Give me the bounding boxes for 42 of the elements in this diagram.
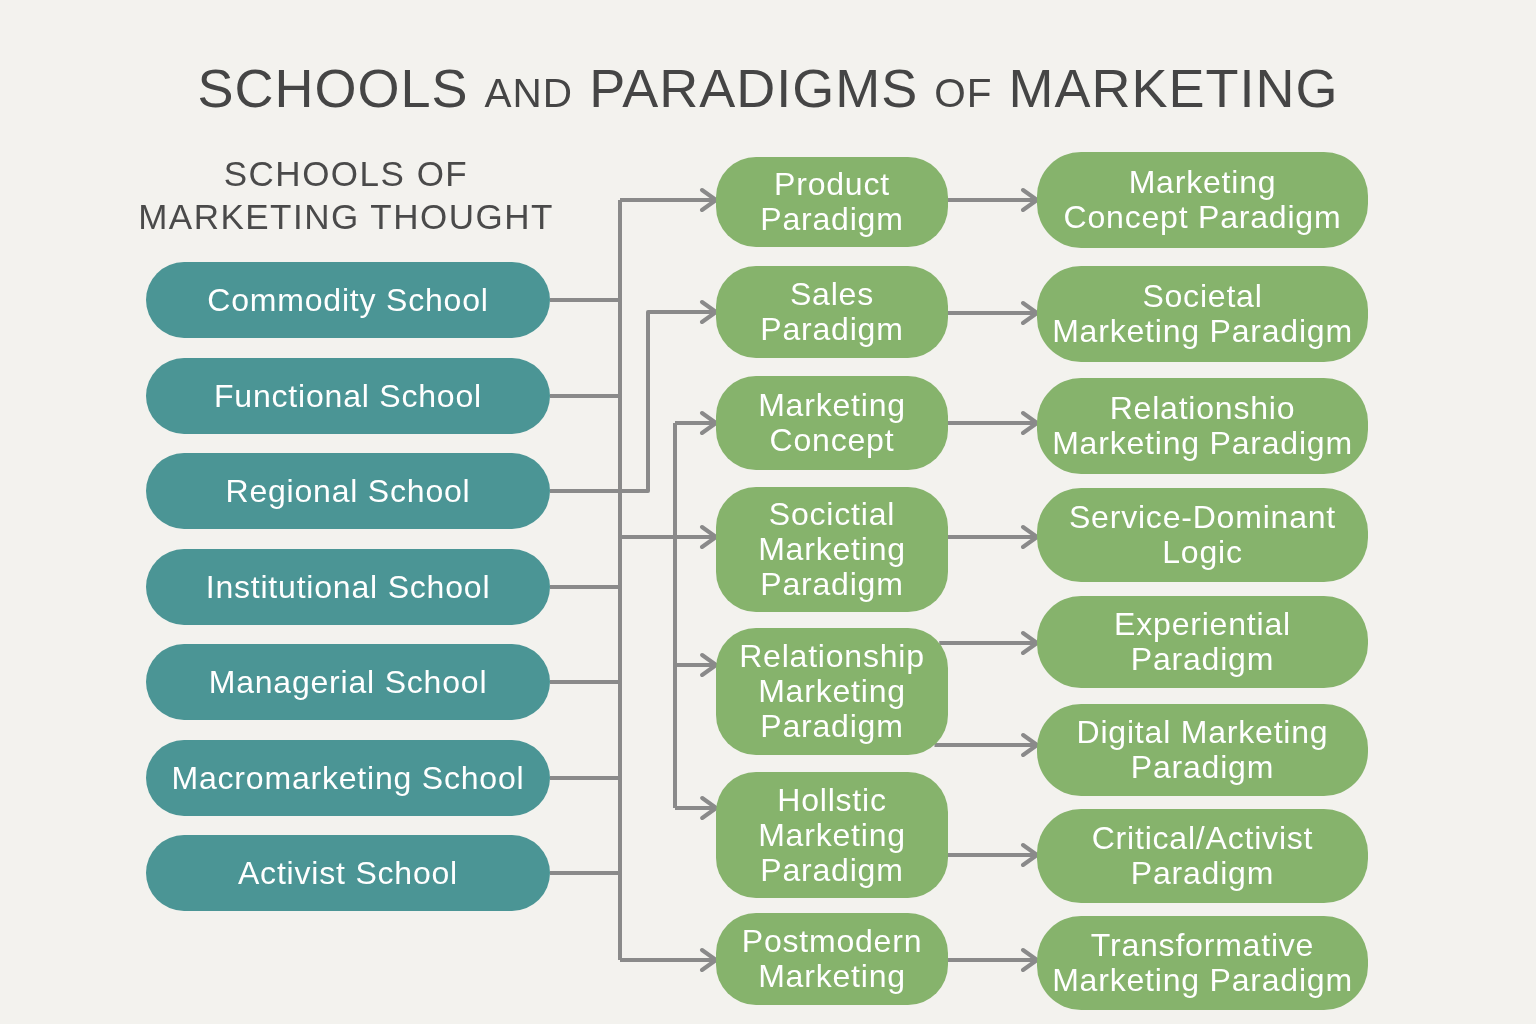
connector-line — [550, 489, 620, 493]
school-pill: Institutional School — [146, 549, 550, 625]
paradigm-pill: Digital Marketing Paradigm — [1037, 704, 1368, 796]
paradigm-pill: Postmodern Marketing — [716, 913, 948, 1005]
connector-line — [550, 680, 620, 684]
arrow — [948, 301, 1039, 325]
school-pill: Regional School — [146, 453, 550, 529]
connector-line — [550, 298, 620, 302]
paradigm-pill: Sales Paradigm — [716, 266, 948, 358]
connector-line — [550, 394, 620, 398]
arrow — [948, 188, 1039, 212]
column-heading: SCHOOLS OF MARKETING THOUGHT — [137, 153, 555, 238]
paradigm-pill: Socictial Marketing Paradigm — [716, 487, 948, 612]
paradigm-pill: Relationship Marketing Paradigm — [716, 628, 948, 755]
paradigm-pill: Hollstic Marketing Paradigm — [716, 772, 948, 898]
arrow — [675, 411, 718, 435]
school-pill: Managerial School — [146, 644, 550, 720]
paradigm-pill: Relationshio Marketing Paradigm — [1037, 378, 1368, 474]
arrow — [939, 631, 1039, 655]
school-pill: Activist School — [146, 835, 550, 911]
arrow — [620, 948, 718, 972]
arrow — [948, 411, 1039, 435]
paradigm-pill: Experiential Paradigm — [1037, 596, 1368, 688]
school-pill: Macromarketing School — [146, 740, 550, 816]
arrow — [620, 188, 718, 212]
arrow — [948, 525, 1039, 549]
connector-line — [618, 200, 622, 960]
arrow — [620, 525, 718, 549]
connector-line — [550, 871, 620, 875]
paradigm-pill: Transformative Marketing Paradigm — [1037, 916, 1368, 1010]
title: SCHOOLS AND PARADIGMS OF MARKETING — [197, 57, 1339, 120]
paradigm-pill: Marketing Concept — [716, 376, 948, 470]
connector-line — [550, 585, 620, 589]
school-pill: Commodity School — [146, 262, 550, 338]
school-pill: Functional School — [146, 358, 550, 434]
paradigm-pill: Marketing Concept Paradigm — [1037, 152, 1368, 248]
arrow — [948, 843, 1039, 867]
paradigm-pill: Societal Marketing Paradigm — [1037, 266, 1368, 362]
paradigm-pill: Service-Dominant Logic — [1037, 488, 1368, 582]
arrow — [948, 948, 1039, 972]
paradigm-pill: Product Paradigm — [716, 157, 948, 247]
paradigm-pill: Critical/Activist Paradigm — [1037, 809, 1368, 903]
